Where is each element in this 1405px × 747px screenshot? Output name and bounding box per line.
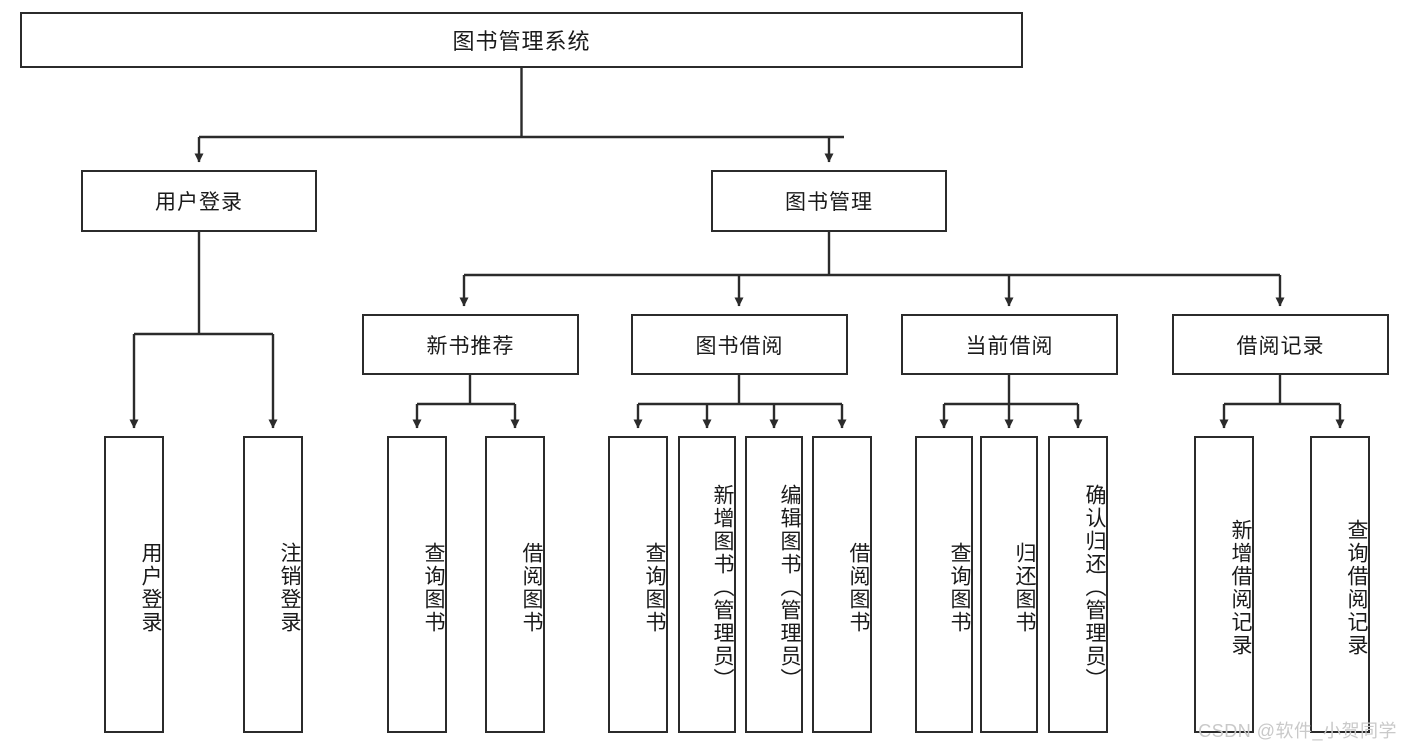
node-label: 借阅图书 [520,541,543,634]
node-label: 图书管理系统 [452,29,591,54]
node-label: 借阅图书 [847,541,870,634]
leaf-logout[interactable]: 注销登录 [243,436,303,733]
leaf-query-book-borrow[interactable]: 查询图书 [608,436,668,733]
node-current-borrow[interactable]: 当前借阅 [901,314,1118,375]
node-user-login[interactable]: 用户登录 [81,170,317,232]
node-label: 用户登录 [139,541,162,634]
node-label: 当前借阅 [965,334,1054,358]
node-label: 新增借阅记录 [1229,518,1252,657]
node-label: 确认归还（管理员） [1083,484,1106,691]
node-borrow-record[interactable]: 借阅记录 [1172,314,1389,375]
node-root-system[interactable]: 图书管理系统 [20,12,1023,68]
leaf-query-book-current[interactable]: 查询图书 [915,436,973,733]
node-label: 编辑图书（管理员） [778,484,801,691]
node-label: 图书借阅 [695,334,784,358]
leaf-confirm-return-admin[interactable]: 确认归还（管理员） [1048,436,1108,733]
leaf-query-book-recommend[interactable]: 查询图书 [387,436,447,733]
leaf-add-borrow-record[interactable]: 新增借阅记录 [1194,436,1254,733]
node-label: 用户登录 [155,191,243,214]
leaf-borrow-book-recommend[interactable]: 借阅图书 [485,436,545,733]
leaf-return-book[interactable]: 归还图书 [980,436,1038,733]
csdn-watermark: CSDN @软件_小贺同学 [1198,721,1397,741]
node-book-borrow[interactable]: 图书借阅 [631,314,848,375]
node-new-book-recommend[interactable]: 新书推荐 [362,314,579,375]
node-label: 查询图书 [422,541,445,634]
node-label: 查询借阅记录 [1345,518,1368,657]
leaf-add-book-admin[interactable]: 新增图书（管理员） [678,436,736,733]
node-label: 查询图书 [948,541,971,634]
node-label: 归还图书 [1013,541,1036,634]
node-label: 新增图书（管理员） [711,484,734,691]
leaf-edit-book-admin[interactable]: 编辑图书（管理员） [745,436,803,733]
leaf-query-borrow-record[interactable]: 查询借阅记录 [1310,436,1370,733]
node-book-manage[interactable]: 图书管理 [711,170,947,232]
node-label: 图书管理 [785,191,873,214]
leaf-borrow-book[interactable]: 借阅图书 [812,436,872,733]
node-label: 查询图书 [643,541,666,634]
node-label: 借阅记录 [1236,334,1325,358]
node-label: 新书推荐 [426,334,515,358]
node-label: 注销登录 [278,541,301,634]
leaf-user-login[interactable]: 用户登录 [104,436,164,733]
